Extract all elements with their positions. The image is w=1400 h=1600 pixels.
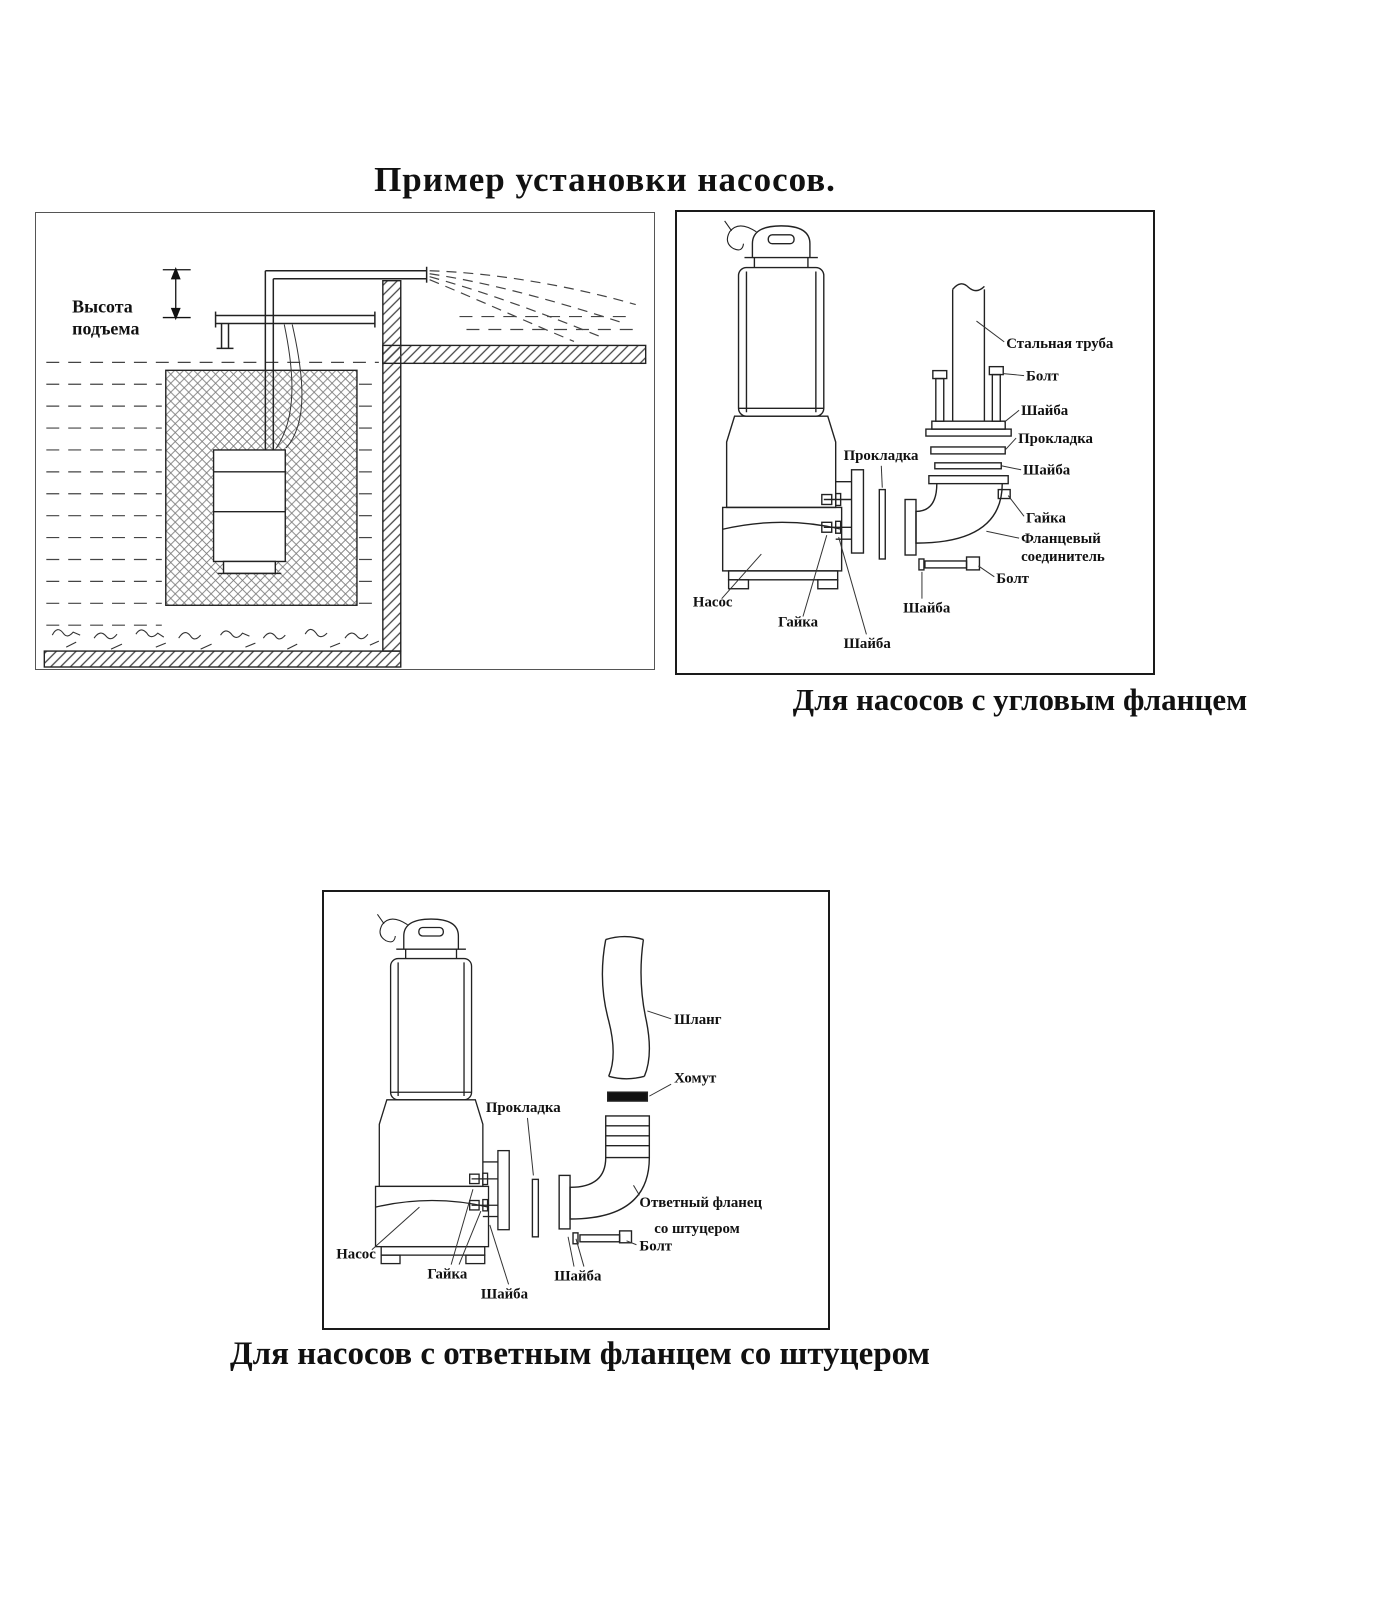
water-spray [429, 270, 636, 342]
label-gasket-left: Прокладка [844, 448, 919, 464]
label-washer-bottom: Шайба [903, 601, 951, 617]
ground-texture [51, 628, 380, 650]
label-flange-connector-line2: соединитель [1021, 549, 1105, 565]
label-pump: Насос [336, 1247, 376, 1263]
label-bolt: Болт [639, 1239, 672, 1255]
pump-body [374, 914, 510, 1265]
label-pump: Насос [693, 595, 733, 611]
label-counter-flange-line1: Ответный фланец [639, 1195, 762, 1211]
flange-assembly [878, 283, 1012, 571]
label-washer-right: Шайба [554, 1268, 602, 1284]
angle-flange-diagram-frame: Стальная труба Болт Шайба Прокладка Шайб… [675, 210, 1155, 675]
pump-cables [275, 324, 303, 449]
clamp-band [607, 1091, 649, 1102]
discharge-piping [214, 266, 428, 450]
fitting-flange-diagram: Шланг Хомут Прокладка Ответный фланец со… [336, 914, 762, 1302]
lift-height-label-line2: подъема [72, 318, 139, 338]
water-level-lines [46, 315, 639, 626]
leader-lines [721, 320, 1025, 635]
label-washer-left: Шайба [844, 636, 892, 652]
label-clamp: Хомут [674, 1070, 717, 1086]
fitting-flange-diagram-frame: Шланг Хомут Прокладка Ответный фланец со… [322, 890, 830, 1330]
angle-flange-caption: Для насосов с угловым фланцем [792, 682, 1248, 717]
label-flange-connector-line1: Фланцевый [1021, 531, 1101, 547]
label-nut: Гайка [427, 1266, 467, 1282]
label-bolt-top: Болт [1026, 369, 1059, 385]
installation-diagram-frame: Высота подъема [35, 212, 655, 670]
pit-structure [43, 280, 647, 668]
submerged-pump [212, 449, 286, 575]
pump-body [721, 220, 865, 590]
hose-fitting-assembly [531, 935, 651, 1245]
label-nut-left: Гайка [778, 614, 818, 630]
label-washer-mid: Шайба [1023, 463, 1071, 479]
label-hose: Шланг [674, 1012, 722, 1028]
installation-diagram: Высота подъема [43, 266, 647, 668]
lift-height-arrow [162, 267, 191, 321]
label-nut-right: Гайка [1026, 510, 1066, 526]
label-steel-pipe: Стальная труба [1006, 336, 1114, 352]
label-bolt-bottom: Болт [996, 571, 1029, 587]
label-washer-top: Шайба [1021, 403, 1069, 419]
label-gasket: Прокладка [486, 1100, 561, 1116]
label-washer-left: Шайба [481, 1286, 529, 1302]
fitting-flange-caption: Для насосов с ответным фланцем со штуцер… [229, 1336, 931, 1372]
label-gasket-top: Прокладка [1018, 431, 1093, 447]
lift-height-label-line1: Высота [72, 297, 133, 317]
label-counter-flange-line2: со штуцером [654, 1221, 740, 1237]
page-title: Пример установки насосов. [374, 160, 836, 199]
angle-flange-diagram: Стальная труба Болт Шайба Прокладка Шайб… [693, 220, 1114, 652]
leader-lines [371, 1010, 672, 1285]
